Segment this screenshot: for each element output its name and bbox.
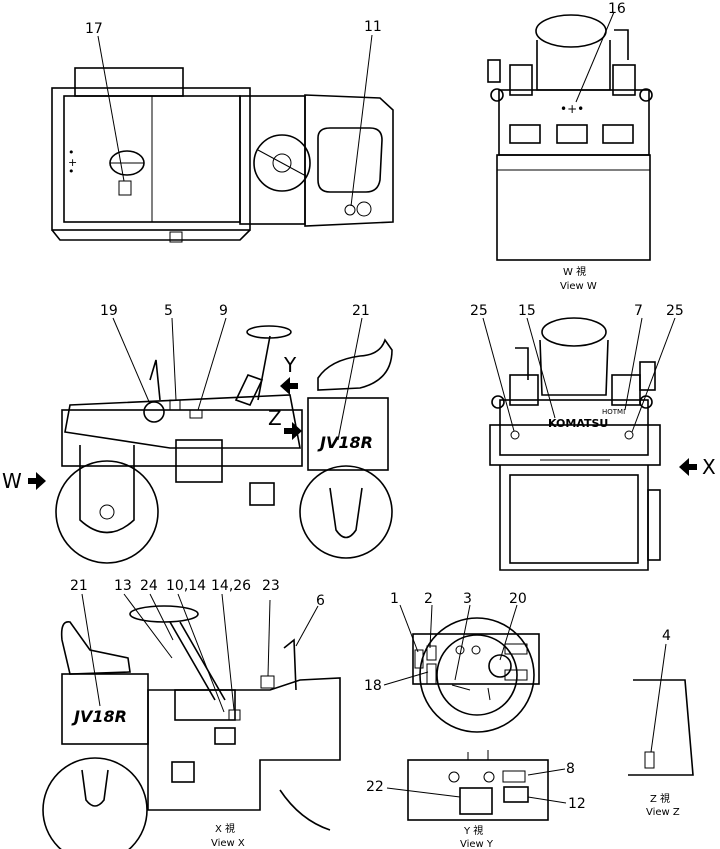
rear-drum [496,154,651,261]
svg-text:•: • [68,146,75,159]
caption-z-en: View Z [646,807,680,818]
callout-15: 15 [518,303,536,319]
view-z: 4 Z 視 View Z [628,628,694,818]
rear-body [498,89,650,156]
label-z: Z [268,406,282,430]
callout-2: 2 [424,591,433,607]
side-model-text: JV18R [317,433,373,452]
label-11-marker [344,204,356,216]
callout-21-view-x: 21 [70,578,88,594]
label-12-plate [503,786,529,803]
callout-22: 22 [366,779,384,795]
steering-wheel-side [246,325,292,339]
top-view: • + • 17 11 [51,19,394,243]
label-20-disc [488,654,512,678]
label-26-plate [214,727,236,745]
side-view: JV18R 19 5 9 21 W Y Z [2,303,393,564]
callout-20: 20 [509,591,527,607]
caption-y-jp: Y 視 [463,824,483,837]
label-19-disc [143,401,165,423]
steering-wheel-front [541,317,607,347]
callout-23: 23 [262,578,280,594]
svg-text:•: • [68,165,75,178]
front-body [499,399,649,456]
callout-1: 1 [390,591,399,607]
view-y: 8 22 12 Y 視 View Y [366,750,586,849]
view-x: JV18R 21 13 24 10,14 14,26 23 6 X 視 View… [42,578,341,849]
view-z-outline [628,679,694,776]
callout-19: 19 [100,303,118,319]
dashboard-view: 1 2 3 20 18 [364,591,540,733]
callout-7: 7 [634,303,643,319]
arrow-y [280,377,298,395]
label-x: X [702,455,716,479]
callout-6: 6 [316,593,325,609]
view-w: •+• 16 W 視 View W [487,1,653,292]
caption-w-jp: W 視 [563,265,586,278]
view-x-model-text: JV18R [71,707,127,726]
front-drum-side [55,460,159,564]
label-y: Y [283,353,297,377]
label-18-plate [426,663,437,685]
callout-18: 18 [364,678,382,694]
label-16-emblem: •+• [560,102,584,116]
callout-5: 5 [164,303,173,319]
label-14-plate [228,709,241,721]
rear-drum-side [299,465,393,559]
label-2-plate [426,645,437,661]
callout-25-right: 25 [666,303,684,319]
callout-11: 11 [364,19,382,35]
caption-x-jp: X 視 [215,822,235,835]
callout-9: 9 [219,303,228,319]
seat-view-x [60,621,131,675]
front-small-text: HOTMI [602,408,625,416]
callout-8: 8 [566,761,575,777]
callout-16: 16 [608,1,626,17]
caption-x-en: View X [211,838,245,849]
label-23-plate [260,675,275,689]
front-view: KOMATSU HOTMI 25 15 7 25 X [470,303,716,571]
view-y-panel [407,759,549,821]
callout-14-26: 14,26 [211,578,251,594]
callout-4: 4 [662,628,671,644]
callout-12: 12 [568,796,586,812]
label-w: W [2,469,22,493]
seat-side [317,338,393,391]
callout-24: 24 [140,578,158,594]
dashboard-panel [412,633,540,685]
callout-21: 21 [352,303,370,319]
callout-10-14: 10,14 [166,578,206,594]
seat-top [317,127,383,193]
svg-text:+: + [68,156,77,169]
label-4-plate [644,751,655,769]
callout-13: 13 [114,578,132,594]
label-22-plate [459,787,493,815]
caption-w-en: View W [560,281,597,292]
label-5-plate [169,399,181,411]
caption-z-jp: Z 視 [650,792,670,805]
front-brand-text: KOMATSU [548,417,608,430]
arrow-z [284,422,302,440]
dashboard-steering-wheel [419,617,535,733]
label-8-plate [502,770,526,783]
arrow-w [28,472,46,490]
callout-3: 3 [463,591,472,607]
top-view-body [51,87,251,231]
steering-wheel-top [253,134,311,192]
arrow-x [679,458,697,476]
side-body [61,409,303,467]
front-drum [509,474,639,564]
steering-wheel-rear [535,14,607,48]
callout-17: 17 [85,21,103,37]
label-9-plate [189,409,203,419]
label-1-plate [414,649,424,669]
view-x-drum [42,757,148,849]
callout-25-left: 25 [470,303,488,319]
caption-y-en: View Y [460,839,494,849]
